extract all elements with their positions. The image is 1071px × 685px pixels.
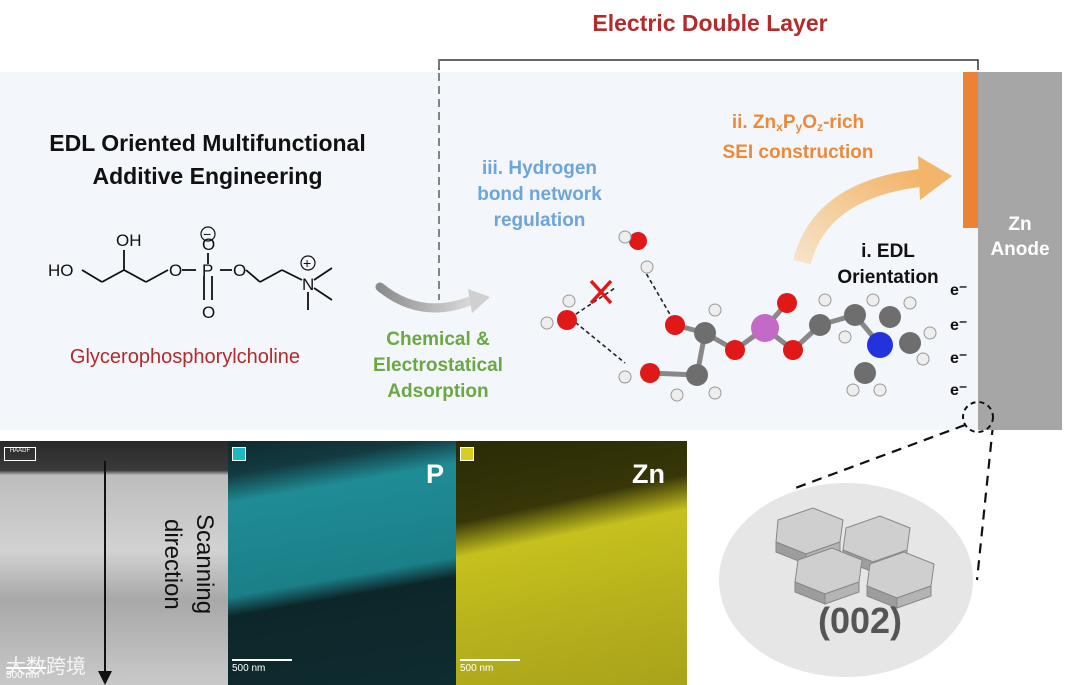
electron-label: e⁻ xyxy=(950,317,968,334)
o-label-down: O xyxy=(202,303,215,322)
o-label-1: O xyxy=(169,261,182,280)
title-line-1: EDL Oriented Multifunctional xyxy=(49,130,366,156)
scale-bar xyxy=(460,659,520,661)
zn-anode xyxy=(978,72,1062,430)
adsorption-line-2: Electrostatical xyxy=(373,355,503,376)
hbond-line-2: bond network xyxy=(477,184,602,205)
scanning-direction-label: Scanning direction xyxy=(159,513,218,615)
hbond-line-3: regulation xyxy=(493,210,586,231)
plus-sign: + xyxy=(303,255,311,271)
blocked-bond-icon xyxy=(589,279,613,305)
p-map-tag xyxy=(232,447,246,461)
zoom-circle xyxy=(962,401,994,433)
sei-line-2: SEI construction xyxy=(722,142,874,163)
adsorption-arrow-icon xyxy=(375,282,490,313)
sei-arrow-icon xyxy=(793,156,952,265)
positive-charge-icon xyxy=(300,255,316,271)
zn-map-label: Zn xyxy=(632,459,665,489)
sei-layer xyxy=(963,72,978,228)
oh-label: OH xyxy=(116,231,142,250)
title-line-2: Additive Engineering xyxy=(92,163,323,189)
sei-line-1: ii. ZnxPyOz-rich xyxy=(731,112,865,134)
zn-002-facet-illustration xyxy=(719,483,973,677)
zn-eds-map: Zn 500 nm xyxy=(456,441,687,685)
glycerophosphorylcholine-structure: HO OH O P O O O N − + xyxy=(48,226,333,322)
electron-label: e⁻ xyxy=(950,382,968,399)
edl-orientation-label: i. EDL Orientation xyxy=(820,239,956,291)
o-label-3: O xyxy=(233,261,246,280)
p-map-label: P xyxy=(426,459,445,489)
adsorption-label: Chemical & Electrostatical Adsorption xyxy=(348,327,528,405)
haadf-tag: HAADF xyxy=(4,447,36,461)
watermark: 大数跨境 xyxy=(6,656,86,678)
anode-label: Zn Anode xyxy=(978,212,1062,262)
p-label: P xyxy=(202,261,213,280)
sei-construction-label: ii. ZnxPyOz-rich SEI construction xyxy=(668,110,928,166)
facet-label: (002) xyxy=(817,600,903,641)
scale-label: 500 nm xyxy=(6,670,40,681)
scale-label: 500 nm xyxy=(460,663,494,674)
compound-name: Glycerophosphorylcholine xyxy=(69,346,301,368)
n-label: N xyxy=(302,275,314,294)
molecule-model xyxy=(540,230,937,402)
adsorption-line-1: Chemical & xyxy=(386,329,490,350)
edl-orient-line-2: Orientation xyxy=(837,267,939,288)
scale-label: 500 nm xyxy=(232,663,266,674)
hbond-line-1: iii. Hydrogen xyxy=(481,158,598,179)
scheme-background xyxy=(0,72,1062,430)
edl-title: Electric Double Layer xyxy=(592,10,828,36)
ho-label: HO xyxy=(48,261,74,280)
minus-sign: − xyxy=(203,226,211,242)
anode-line-2: Anode xyxy=(990,239,1050,260)
scan-direction-arrow-icon xyxy=(98,461,112,685)
scale-bar xyxy=(6,667,46,669)
anode-line-1: Zn xyxy=(1008,214,1032,235)
p-eds-map: P 500 nm xyxy=(228,441,456,685)
scale-bar xyxy=(232,659,292,661)
edl-orient-line-1: i. EDL xyxy=(861,241,915,262)
electron-label: e⁻ xyxy=(950,350,968,367)
zn-map-tag xyxy=(460,447,474,461)
hydrogen-bond-label: iii. Hydrogen bond network regulation xyxy=(452,156,627,234)
haadf-image: HAADF 500 nm xyxy=(0,441,228,685)
scheme-title: EDL Oriented Multifunctional Additive En… xyxy=(15,127,400,193)
adsorption-line-3: Adsorption xyxy=(387,381,489,402)
electron-label: e⁻ xyxy=(950,282,968,299)
negative-charge-icon xyxy=(200,226,216,242)
